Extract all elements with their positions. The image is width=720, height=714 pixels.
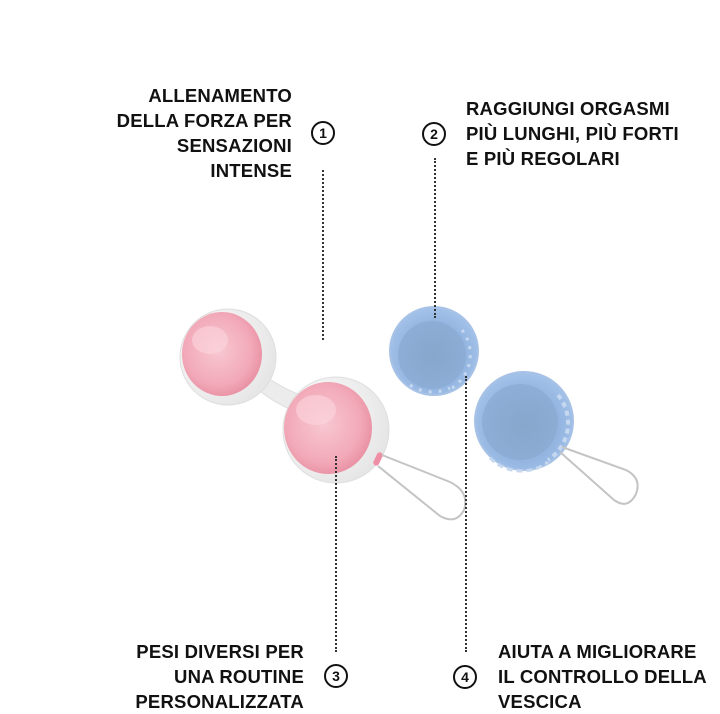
feature-3-line-2: UNA ROUTINE <box>174 666 304 687</box>
feature-1-line-1: ALLENAMENTO <box>148 85 292 106</box>
feature-3-caption: PESI DIVERSI PER UNA ROUTINE PERSONALIZZ… <box>135 639 304 714</box>
feature-2-line-2: PIÙ LUNGHI, PIÙ FORTI <box>466 123 679 144</box>
feature-3-number-badge: 3 <box>324 664 348 688</box>
feature-4-line-2: IL CONTROLLO DELLA <box>498 666 707 687</box>
feature-4-caption: AIUTA A MIGLIORARE IL CONTROLLO DELLA VE… <box>498 639 707 714</box>
feature-2-line-3: E PIÙ REGOLARI <box>466 148 620 169</box>
feature-1-line-4: INTENSE <box>210 160 292 181</box>
feature-2-number-badge: 2 <box>422 122 446 146</box>
feature-1-number-badge: 1 <box>311 121 335 145</box>
feature-4-line-3: VESCICA <box>498 691 582 712</box>
feature-1-caption: ALLENAMENTO DELLA FORZA PER SENSAZIONI I… <box>117 83 292 183</box>
blue-ball-set <box>389 306 639 505</box>
feature-1-line-2: DELLA FORZA PER <box>116 110 292 131</box>
feature-3-line-3: PERSONALIZZATA <box>135 691 304 712</box>
leader-line-4 <box>465 376 467 652</box>
feature-1-line-3: SENSAZIONI <box>176 135 292 156</box>
pink-ball-set <box>179 308 467 521</box>
leader-line-2 <box>434 158 436 318</box>
feature-3-line-1: PESI DIVERSI PER <box>136 641 304 662</box>
feature-4-number-badge: 4 <box>453 665 477 689</box>
leader-line-3 <box>335 456 337 652</box>
feature-4-line-1: AIUTA A MIGLIORARE <box>498 641 697 662</box>
feature-2-line-1: RAGGIUNGI ORGASMI <box>466 98 670 119</box>
feature-2-caption: RAGGIUNGI ORGASMI PIÙ LUNGHI, PIÙ FORTI … <box>466 96 679 171</box>
leader-line-1 <box>322 170 324 340</box>
